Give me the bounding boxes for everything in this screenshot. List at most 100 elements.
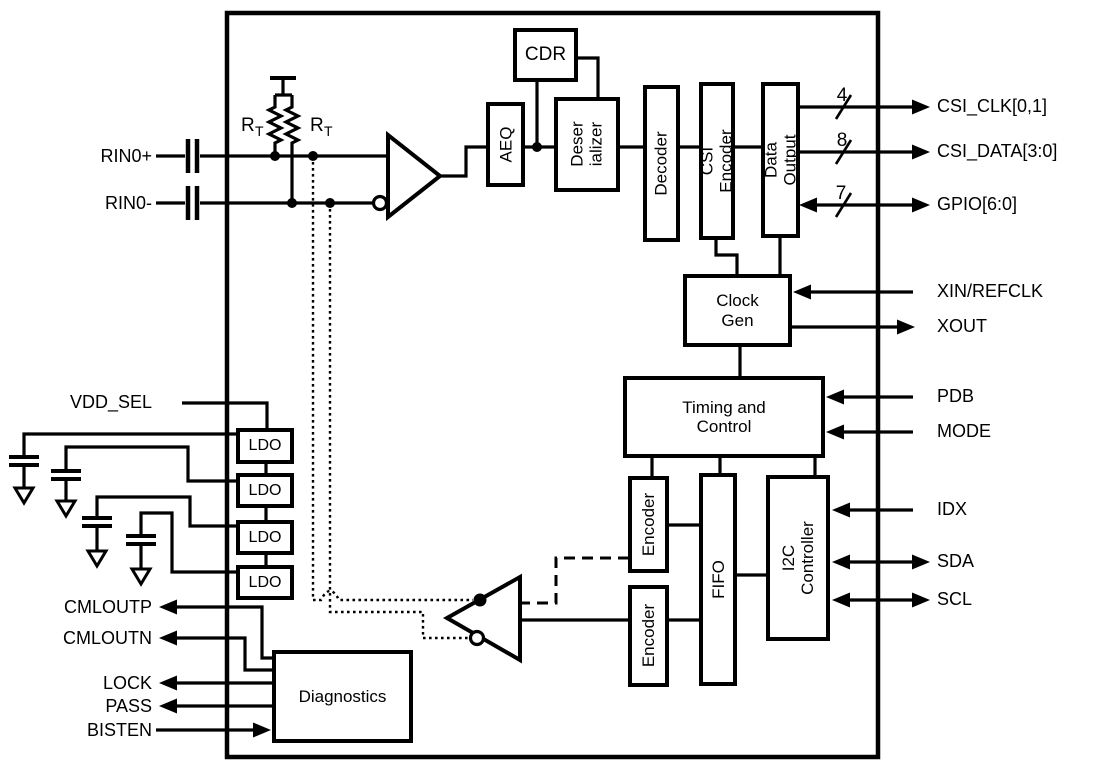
driver-output-dot-icon <box>473 593 487 607</box>
chip-boundary <box>224 10 881 760</box>
receiver-amp-icon <box>386 130 444 222</box>
junction-dots <box>270 142 542 208</box>
pin-label-mode: MODE <box>937 421 991 441</box>
pin-label-gpio: GPIO[6:0] <box>937 194 1018 214</box>
csi-data-arrow-icon <box>912 144 930 160</box>
block-timing-control: Timing and Control <box>623 376 825 458</box>
block-ldo-1-label: LDO <box>248 437 282 455</box>
idx-arrow-icon <box>832 502 850 518</box>
external-cap-plates <box>9 455 156 546</box>
lock-arrow-icon <box>159 675 177 691</box>
block-data-output: Data Output <box>761 82 800 238</box>
block-encoder-top-label: Encoder <box>638 492 658 557</box>
block-diagnostics: Diagnostics <box>272 650 413 743</box>
dashed-loopback-wire <box>521 556 629 605</box>
rt-left-sub: T <box>255 123 264 139</box>
block-csi-encoder: CSI Encoder <box>697 82 737 240</box>
pin-label-csi-clk: CSI_CLK[0,1] <box>937 96 1048 116</box>
bus-width-csi-clk: 4 <box>837 85 848 106</box>
dotted-wire-plus <box>311 156 473 602</box>
pin-label-rin0n: RIN0- <box>104 193 152 213</box>
csi-clk-arrow-icon <box>912 99 930 115</box>
rt-right-label: R <box>310 115 324 136</box>
bisten-arrow-icon <box>253 722 271 738</box>
block-ldo-3-label: LDO <box>248 528 282 546</box>
block-ldo-2-label: LDO <box>248 481 282 499</box>
gpio-right-arrow-icon <box>912 197 930 213</box>
ground-arrow-icons <box>12 486 153 587</box>
block-aeq-label: AEQ <box>495 126 515 163</box>
block-fifo: FIFO <box>699 473 737 686</box>
bus-slashes <box>834 94 853 218</box>
ldo-cap-line-1 <box>22 432 237 488</box>
block-decoder: Decoder <box>643 85 680 242</box>
pin-label-rin0p: RIN0+ <box>100 146 152 166</box>
ldo-cap-line-4 <box>139 511 237 574</box>
sda-left-arrow-icon <box>832 554 850 570</box>
pin-label-csi-data: CSI_DATA[3:0] <box>937 141 1058 161</box>
gpio-left-arrow-icon <box>799 197 817 213</box>
block-encoder-top: Encoder <box>628 476 669 573</box>
cml-driver-amp-icon <box>442 573 522 664</box>
sda-right-arrow-icon <box>912 554 930 570</box>
receiver-inverting-bubble-icon <box>371 194 389 212</box>
arrowheads <box>159 99 930 738</box>
dotted-wire-minus <box>328 203 470 640</box>
block-diagnostics-label: Diagnostics <box>298 686 387 706</box>
pin-label-pdb: PDB <box>937 386 975 406</box>
pin-label-cmloutn: CMLOUTN <box>63 628 152 648</box>
block-fifo-label: FIFO <box>708 560 728 599</box>
scl-left-arrow-icon <box>832 592 850 608</box>
mode-arrow-icon <box>826 424 844 440</box>
pass-arrow-icon <box>159 698 177 714</box>
scl-right-arrow-icon <box>912 592 930 608</box>
pin-label-xin-refclk: XIN/REFCLK <box>937 281 1044 301</box>
block-data-output-label: Data Output <box>761 134 800 186</box>
block-timing-control-label: Timing and Control <box>682 397 766 436</box>
rin0n-cap-icon <box>185 186 200 220</box>
solid-wires <box>9 56 914 732</box>
termination-network-icon <box>265 76 302 203</box>
ldo-cap-line-2 <box>64 445 237 501</box>
block-encoder-bottom-label: Encoder <box>638 604 658 668</box>
block-deserializer: Deser ializer <box>554 97 620 192</box>
pin-label-scl: SCL <box>937 589 973 609</box>
xout-arrow-icon <box>897 319 915 335</box>
block-ldo-4-label: LDO <box>248 573 282 591</box>
pin-label-cmloutp: CMLOUTP <box>63 597 152 617</box>
pin-label-lock: LOCK <box>102 673 152 693</box>
cmloutp-arrow-icon <box>159 599 177 615</box>
cmloutn-arrow-icon <box>159 630 177 646</box>
block-cdr-label: CDR <box>524 44 567 66</box>
pin-label-idx: IDX <box>937 499 968 519</box>
block-encoder-bottom: Encoder <box>628 585 669 687</box>
rin0p-cap-icon <box>185 139 200 173</box>
pin-label-bisten: BISTEN <box>86 720 152 740</box>
bus-width-csi-data: 8 <box>837 130 848 151</box>
pdb-arrow-icon <box>826 389 844 405</box>
block-ldo-3: LDO <box>236 520 294 555</box>
block-clock-gen: Clock Gen <box>683 274 792 347</box>
rt-right-sub: T <box>324 123 333 139</box>
block-i2c-controller-label: I2C Controller <box>778 521 818 595</box>
driver-inverting-bubble-icon <box>468 629 486 647</box>
pin-label-xout: XOUT <box>937 316 988 336</box>
block-ldo-4: LDO <box>236 565 294 600</box>
block-aeq: AEQ <box>486 102 525 187</box>
pin-label-sda: SDA <box>937 551 975 571</box>
rt-left-label: R <box>241 115 255 136</box>
pin-label-vdd-sel: VDD_SEL <box>69 392 152 412</box>
block-ldo-2: LDO <box>236 473 294 508</box>
block-ldo-1: LDO <box>236 428 294 464</box>
pin-label-pass: PASS <box>105 696 152 716</box>
block-i2c-controller: I2C Controller <box>766 475 830 641</box>
block-decoder-label: Decoder <box>651 131 671 196</box>
block-cdr: CDR <box>513 28 578 82</box>
block-clock-gen-label: Clock Gen <box>716 291 759 330</box>
block-csi-encoder-label: CSI Encoder <box>697 129 737 193</box>
bus-width-labels: 4 8 7 <box>836 85 848 204</box>
block-deserializer-label: Deser ializer <box>567 121 606 168</box>
dotted-loopback-wires <box>311 156 473 640</box>
